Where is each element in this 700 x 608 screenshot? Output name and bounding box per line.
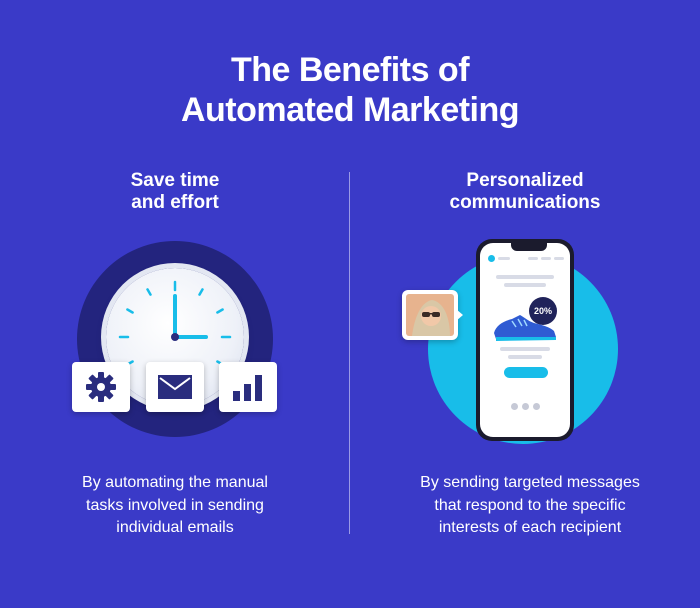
phone-screen: 20% [480, 243, 570, 437]
smartphone-icon: 20% [476, 239, 574, 441]
person-avatar-card [402, 290, 458, 340]
speech-pointer [456, 309, 463, 321]
chart-tile [219, 362, 277, 412]
nav-bar-3 [554, 257, 564, 260]
text-line-1 [496, 275, 554, 279]
left-body-line-2: tasks involved in sending [86, 496, 264, 514]
gear-tile [72, 362, 130, 412]
title-line-1: The Benefits of [230, 51, 470, 89]
envelope-tile [146, 362, 204, 412]
column-divider [349, 172, 350, 534]
right-body-line-2: that respond to the specific [434, 496, 626, 514]
discount-badge: 20% [529, 297, 557, 325]
carousel-dot-2 [522, 403, 529, 410]
text-line-3 [500, 347, 550, 351]
app-logo-dot [488, 255, 495, 262]
cta-button [504, 367, 548, 378]
right-heading-line-2: communications [449, 192, 601, 213]
phone-notch [511, 243, 547, 251]
person-avatar-icon [406, 294, 454, 336]
left-body-line-3: individual emails [116, 519, 234, 536]
right-heading-line-1: Personalized [466, 170, 584, 191]
infographic-title: The Benefits of Automated Marketing [0, 50, 700, 130]
text-line-4 [508, 355, 542, 359]
right-column-heading: Personalized communications [375, 170, 675, 214]
left-body-line-1: By automating the manual [82, 474, 268, 491]
right-column-body: By sending targeted messages that respon… [370, 472, 690, 540]
left-column-heading: Save time and effort [25, 170, 325, 214]
nav-bar-2 [541, 257, 551, 260]
header-bar [498, 257, 510, 260]
bar-chart-icon [233, 375, 262, 401]
carousel-dot-3 [533, 403, 540, 410]
left-heading-line-1: Save time [130, 170, 220, 191]
right-body-line-3: interests of each recipient [438, 519, 622, 536]
carousel-dot-1 [511, 403, 518, 410]
sneaker-icon [494, 315, 556, 341]
left-heading-line-2: and effort [131, 192, 219, 213]
text-line-2 [504, 283, 546, 287]
gear-icon [86, 372, 116, 402]
right-body-line-1: By sending targeted messages [420, 474, 640, 491]
left-column-body: By automating the manual tasks involved … [15, 472, 335, 540]
nav-bar-1 [528, 257, 538, 260]
title-line-2: Automated Marketing [180, 91, 520, 129]
envelope-icon [158, 375, 192, 399]
